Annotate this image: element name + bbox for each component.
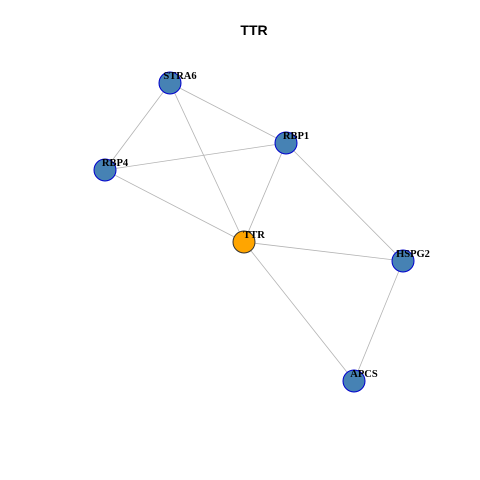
node-label-hspg2: HSPG2 [396, 249, 430, 260]
edge-stra6-rbp1 [169, 82, 287, 144]
node-circle-hspg2 [391, 249, 415, 273]
node-circle-rbp1 [274, 131, 298, 155]
edge-stra6-rbp4 [104, 82, 171, 171]
edge-layer [104, 82, 404, 382]
node-circle-ttr [232, 230, 256, 254]
node-hspg2: HSPG2 [391, 249, 430, 273]
edge-rbp1-hspg2 [285, 142, 404, 262]
edge-rbp1-rbp4 [104, 142, 287, 171]
edge-rbp4-ttr [104, 169, 245, 243]
node-label-ttr: TTR [243, 230, 265, 241]
edge-hspg2-apcs [353, 260, 404, 382]
node-rbp4: RBP4 [93, 158, 129, 182]
node-label-rbp1: RBP1 [283, 131, 309, 142]
node-ttr: TTR [232, 230, 265, 254]
node-circle-apcs [342, 369, 366, 393]
node-circle-stra6 [158, 71, 182, 95]
edge-stra6-ttr [169, 82, 245, 243]
node-label-stra6: STRA6 [163, 71, 196, 82]
node-label-rbp4: RBP4 [102, 158, 129, 169]
node-stra6: STRA6 [158, 71, 197, 95]
node-label-apcs: APCS [350, 369, 378, 380]
edge-ttr-hspg2 [243, 241, 404, 262]
node-rbp1: RBP1 [274, 131, 309, 155]
graph-title: TTR [240, 22, 267, 38]
node-apcs: APCS [342, 369, 378, 393]
edge-rbp1-ttr [243, 142, 287, 243]
edge-ttr-apcs [243, 241, 355, 382]
node-circle-rbp4 [93, 158, 117, 182]
